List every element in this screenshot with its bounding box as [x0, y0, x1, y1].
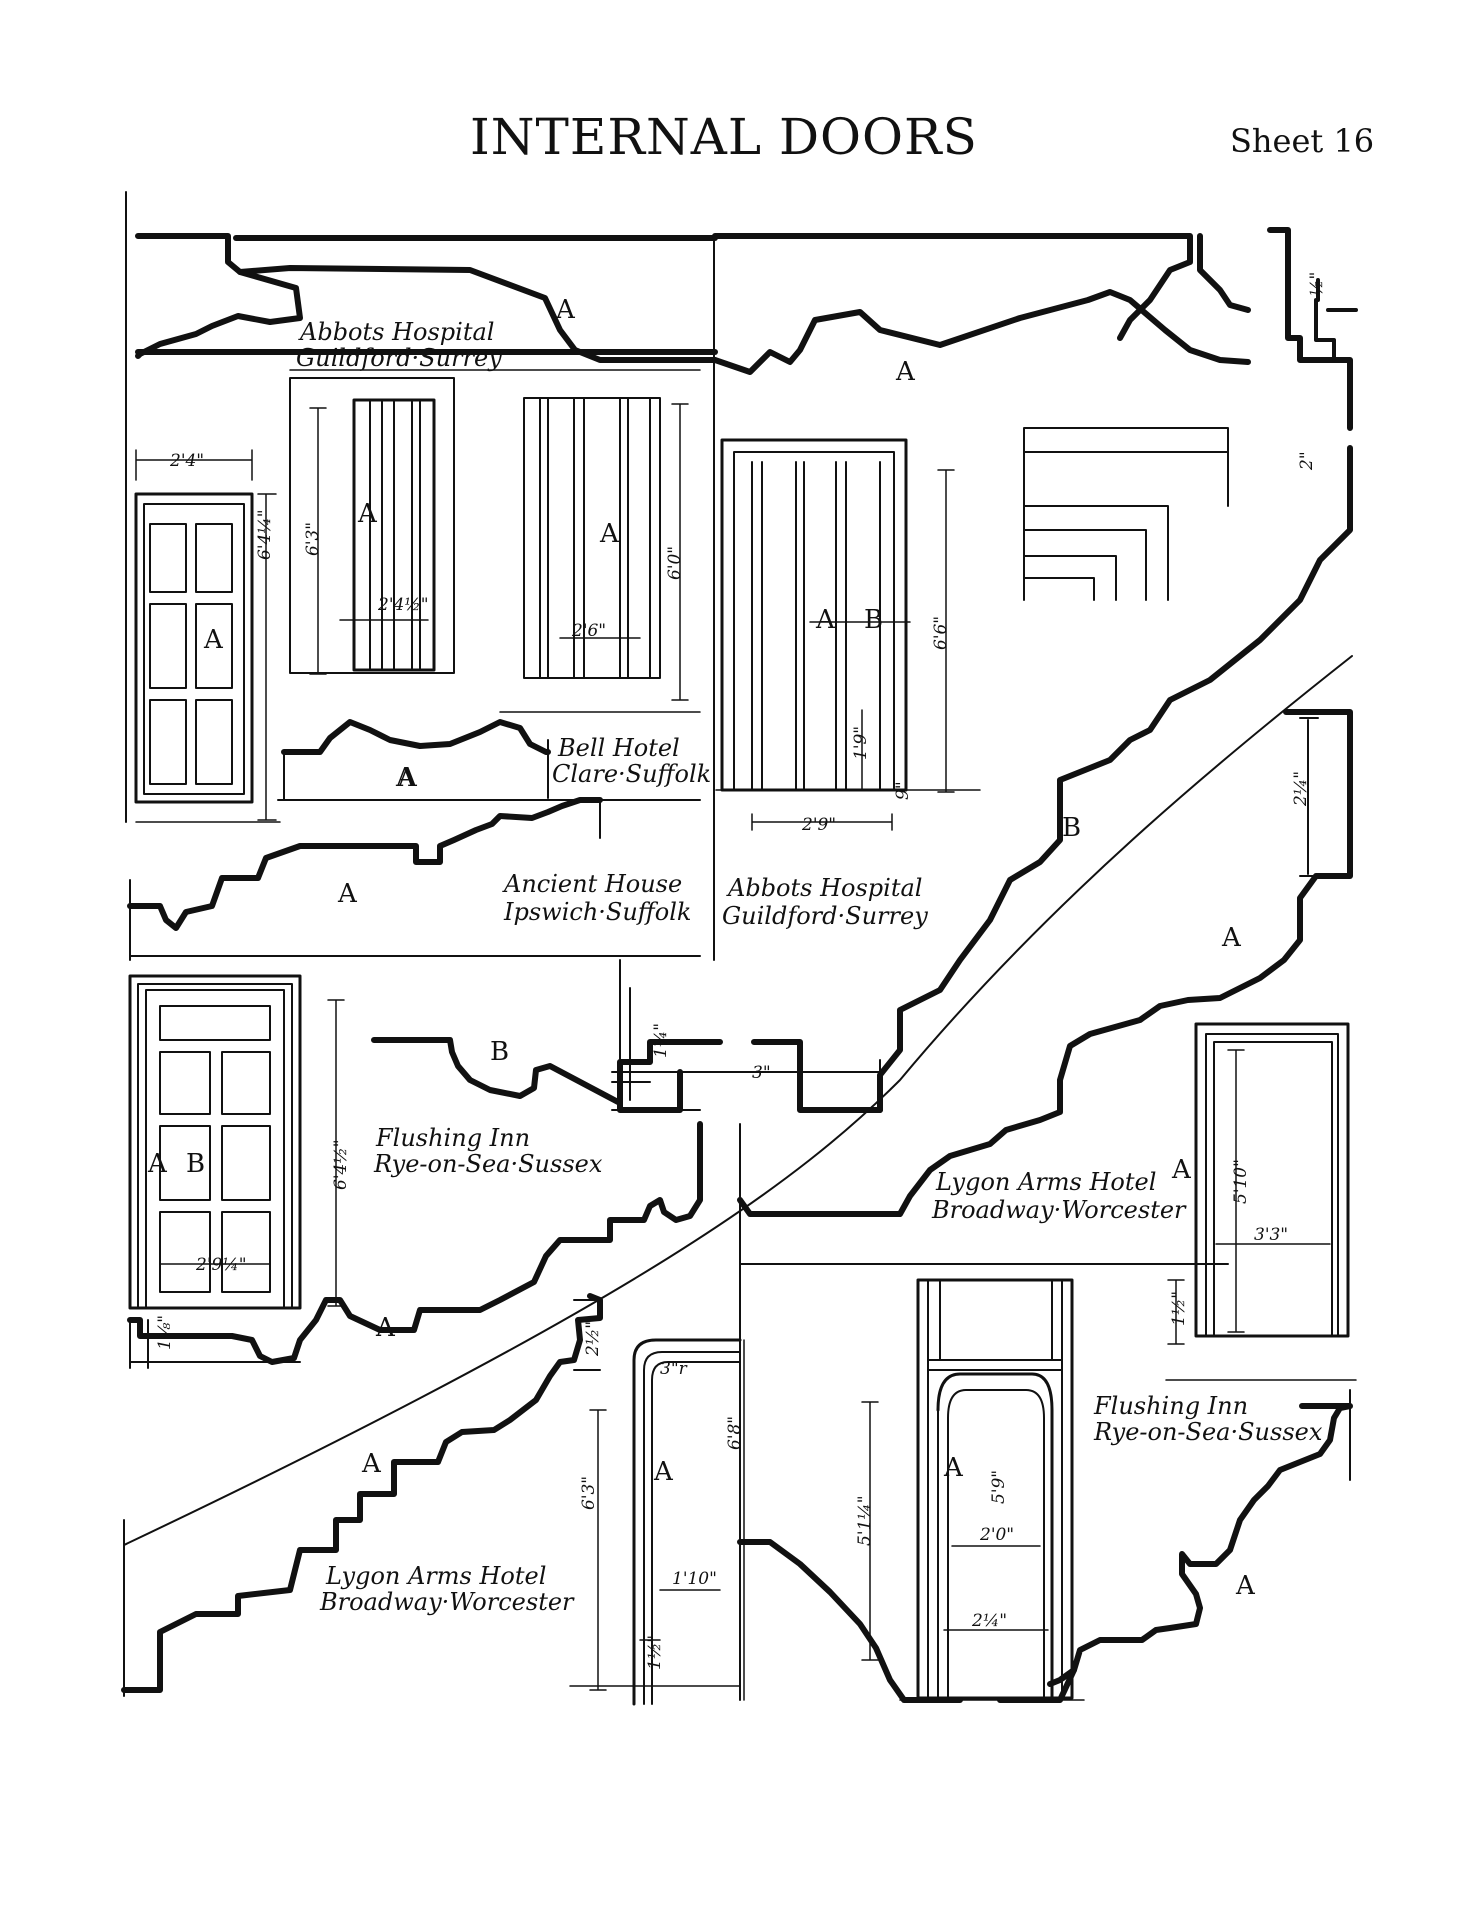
- dim-6-4h: 6'4½": [331, 1139, 351, 1190]
- section-mark-a-6: A: [375, 1313, 396, 1343]
- section-mark-a-door2: A: [357, 499, 378, 529]
- moulding-profile-bell-hotel: [277, 719, 701, 801]
- moulding-profile-lygon-bottom: [121, 1293, 603, 1697]
- section-mark-a-7: A: [361, 1449, 382, 1479]
- label-flushing-left-1: Flushing Inn: [375, 1124, 530, 1152]
- section-mark-a-door1: A: [203, 625, 224, 655]
- dim-6-6: 6'6": [931, 616, 951, 650]
- section-mark-a-door6: A: [1171, 1155, 1192, 1185]
- label-ancient-house-2: Ipswich·Suffolk: [503, 898, 691, 926]
- section-mark-a-4: A: [395, 763, 416, 793]
- dim-5-10: 5'10": [1231, 1159, 1251, 1204]
- label-bell-hotel-2: Clare·Suffolk: [552, 760, 711, 788]
- label-lygon-bottom-2: Broadway·Worcester: [319, 1588, 575, 1616]
- section-mark-b-1: B: [1062, 813, 1081, 843]
- dim-2-0: 2'0": [979, 1525, 1014, 1545]
- dim-2-9: 2'9": [801, 815, 836, 835]
- section-marks: A A A A B A B A A A A A A A B A B A A A …: [147, 295, 1256, 1601]
- dim-2-4: 2'4": [169, 451, 204, 471]
- label-bell-hotel-1: Bell Hotel: [557, 734, 680, 762]
- moulding-profile-abbots-top-left: [135, 233, 718, 363]
- door-elevation-flushing-left: [128, 974, 345, 1310]
- dim-2-9q: 2'9¼": [195, 1255, 247, 1275]
- diagonal-cut-line: [123, 655, 1353, 1546]
- section-mark-a-bell: A: [397, 763, 418, 793]
- source-labels: Abbots Hospital Guildford·Surrey Bell Ho…: [296, 318, 1323, 1616]
- dim-half: ½": [1307, 272, 1327, 296]
- moulding-profile-small-top-right: [1314, 278, 1358, 362]
- dim-2h: 2½": [583, 1321, 603, 1357]
- dim-1-half: 1½": [1169, 1291, 1189, 1326]
- label-ancient-house-1: Ancient House: [502, 870, 682, 898]
- section-mark-a-door4: A: [815, 605, 836, 635]
- door-elevation-abbots-left: [134, 449, 281, 823]
- door-elevation-bell-hotel: [289, 369, 701, 713]
- door-elevation-lygon-right: [1165, 1022, 1357, 1381]
- dim-2q: 2¼": [1291, 771, 1311, 807]
- dim-1-9: 1'9": [851, 726, 871, 760]
- section-mark-a-door8: A: [943, 1453, 964, 1483]
- moulding-profile-flushing-b: [371, 959, 701, 1111]
- dim-6-8: 6'8": [725, 1416, 745, 1450]
- dim-3: 3": [752, 1063, 771, 1083]
- doorway-perspective-sketch: [1023, 427, 1229, 601]
- section-mark-a-door3: A: [599, 519, 620, 549]
- label-lygon-bottom-1: Lygon Arms Hotel: [325, 1562, 546, 1590]
- moulding-profile-ancient-house: [127, 797, 701, 961]
- dim-2-top: 2": [1297, 451, 1317, 471]
- label-abbots-mid-1: Abbots Hospital: [726, 874, 922, 902]
- dim-2-6: 2'6": [571, 621, 606, 641]
- dim-3-3: 3'3": [1254, 1225, 1288, 1245]
- sheet-title: INTERNAL DOORS: [470, 108, 978, 166]
- dim-1-8: 1⅛": [155, 1315, 175, 1350]
- dim-1-10: 1'10": [672, 1569, 717, 1589]
- section-mark-a-5: A: [1221, 923, 1242, 953]
- section-mark-b-door5: B: [186, 1149, 205, 1179]
- sheet-number: Sheet 16: [1230, 122, 1375, 160]
- label-flushing-right-1: Flushing Inn: [1093, 1392, 1248, 1420]
- divider-lines: [125, 191, 1229, 1701]
- dim-3r: 3"r: [660, 1359, 688, 1379]
- section-mark-a-door7: A: [653, 1457, 674, 1487]
- door-elevation-lygon-bottom: [569, 1338, 745, 1706]
- section-mark-a-3: A: [337, 879, 358, 909]
- door-elevation-abbots-mid: [715, 438, 981, 831]
- moulding-profile-lygon-base: [737, 1539, 1077, 1703]
- moulding-profile-flushing-a: [127, 1121, 703, 1369]
- label-flushing-left-2: Rye-on-Sea·Sussex: [373, 1150, 603, 1178]
- dim-1q: 1¼": [651, 1023, 671, 1058]
- label-abbots-mid-2: Guildford·Surrey: [722, 902, 928, 930]
- section-mark-a-door5: A: [147, 1149, 168, 1179]
- section-mark-b-2: B: [490, 1037, 509, 1067]
- moulding-profile-lygon-right-upper: [737, 709, 1353, 1217]
- section-mark-b-door4: B: [864, 605, 883, 635]
- door-elevation-flushing-right: [861, 1278, 1085, 1701]
- section-mark-a-2: A: [895, 357, 916, 387]
- dim-5-1q: 5'1¼": [855, 1495, 875, 1546]
- label-lygon-right-2: Broadway·Worcester: [931, 1196, 1187, 1224]
- label-abbots-top-2: Guildford·Surrey: [296, 344, 502, 372]
- label-flushing-right-2: Rye-on-Sea·Sussex: [1093, 1418, 1323, 1446]
- label-lygon-right-1: Lygon Arms Hotel: [935, 1168, 1156, 1196]
- section-mark-a-8: A: [1235, 1571, 1256, 1601]
- dim-9: 9": [893, 781, 913, 800]
- dimension-labels: 2'4" 6'4¼" 6'3" 2'4½" 6'0" 2'6" 6'6" 2'9…: [155, 272, 1327, 1670]
- dim-2-1q: 2¼": [971, 1611, 1007, 1631]
- dim-6-4q: 6'4¼": [255, 509, 275, 560]
- moulding-profile-abbots-top-right: [712, 227, 1353, 1113]
- dim-2-4h: 2'4½": [377, 595, 429, 615]
- dim-6-3: 6'3": [303, 522, 323, 556]
- dim-6-3b: 6'3": [579, 1476, 599, 1510]
- label-abbots-top-1: Abbots Hospital: [298, 318, 494, 346]
- dim-5-9: 5'9": [989, 1470, 1009, 1504]
- moulding-profile-flushing-right: [1047, 1389, 1353, 1687]
- dim-1-2: 1½": [645, 1635, 665, 1670]
- dim-6-0: 6'0": [665, 546, 685, 580]
- section-mark-a-1: A: [555, 295, 576, 325]
